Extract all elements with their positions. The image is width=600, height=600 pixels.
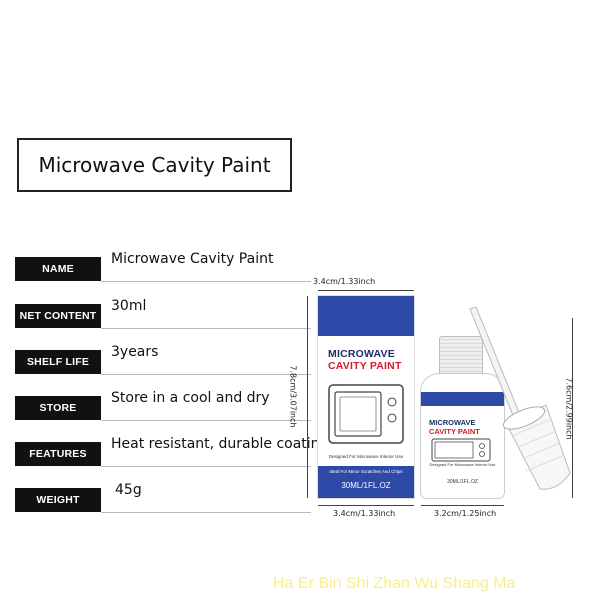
dimension-box-height: 7.8cm/3.07inch (288, 365, 298, 428)
divider (101, 466, 311, 467)
spec-row-name: NAME Microwave Cavity Paint (15, 251, 311, 282)
dimension-line (421, 505, 504, 506)
brush-cap-icon (469, 306, 571, 490)
spec-label: SHELF LIFE (15, 350, 101, 374)
dimension-line (307, 296, 308, 498)
page-title: Microwave Cavity Paint (17, 138, 292, 192)
bottle-heading: MICROWAVE (429, 418, 476, 427)
dimension-box-top-width: 3.4cm/1.33inch (313, 277, 376, 286)
spec-row-features: FEATURES Heat resistant, durable coating (15, 436, 328, 467)
product-box: MICROWAVE CAVITY PAINT Designed For Micr… (318, 296, 414, 498)
box-ideal-text: Ideal For Minor Scratches And Chips (329, 469, 403, 474)
box-heading-accent: CAVITY PAINT (328, 360, 402, 372)
bottle-body: MICROWAVE CAVITY PAINT Designed For Micr… (421, 374, 504, 498)
watermark: Ha Er Bin Shi Zhan Wu Shang Ma (273, 575, 516, 592)
box-top-band (318, 296, 414, 336)
spec-row-net-content: NET CONTENT 30ml (15, 298, 311, 329)
spec-row-store: STORE Store in a cool and dry (15, 390, 311, 421)
spec-label: NET CONTENT (15, 304, 101, 328)
divider (101, 281, 311, 282)
spec-value: 3years (111, 344, 159, 360)
divider (101, 328, 311, 329)
microwave-icon (431, 438, 491, 462)
spec-label: FEATURES (15, 442, 101, 466)
dimension-line (318, 505, 414, 506)
divider (101, 420, 311, 421)
spec-label: NAME (15, 257, 101, 281)
spec-row-weight: WEIGHT 45g (15, 482, 311, 513)
bottle-heading-accent: CAVITY PAINT (429, 427, 480, 436)
divider (101, 374, 311, 375)
divider (101, 512, 311, 513)
dimension-line (318, 290, 414, 291)
bottle-subtitle: Designed For Microwave Interior Use (429, 462, 496, 467)
spec-value: 45g (115, 482, 142, 498)
bottle-neck (439, 336, 483, 376)
dimension-line (572, 318, 573, 498)
dimension-box-bottom-width: 3.4cm/1.33inch (333, 509, 396, 518)
spec-value: Store in a cool and dry (111, 390, 270, 406)
box-bottom-band (318, 466, 414, 498)
spec-value: 30ml (111, 298, 147, 314)
dimension-bottle-width: 3.2cm/1.25inch (434, 509, 497, 518)
box-heading: MICROWAVE (328, 348, 395, 360)
spec-label: WEIGHT (15, 488, 101, 512)
product-bottle: MICROWAVE CAVITY PAINT Designed For Micr… (421, 372, 504, 498)
bottle-volume: 30ML/1FL.OZ (447, 479, 478, 485)
spec-label: STORE (15, 396, 101, 420)
box-volume: 30ML/1FL.OZ (341, 481, 391, 490)
spec-value: Microwave Cavity Paint (111, 251, 274, 267)
box-subtitle: Designed For Microwave Interior Use (328, 454, 404, 459)
spec-value: Heat resistant, durable coating (111, 436, 329, 452)
spec-row-shelf-life: SHELF LIFE 3years (15, 344, 311, 375)
microwave-icon (328, 384, 404, 444)
bottle-stripe (421, 392, 504, 406)
